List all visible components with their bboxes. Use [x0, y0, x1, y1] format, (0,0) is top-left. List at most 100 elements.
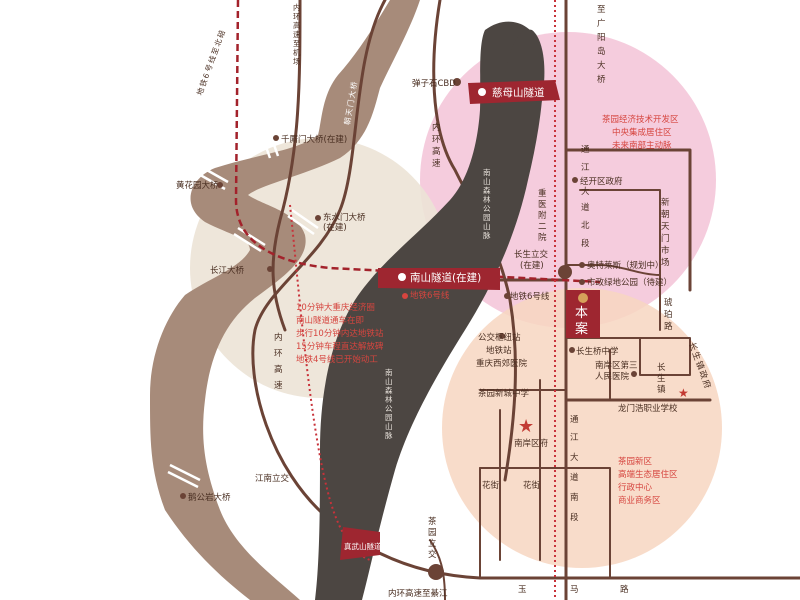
svg-text:林: 林: [483, 194, 491, 204]
svg-text:园: 园: [428, 528, 437, 538]
svg-text:长生桥中学: 长生桥中学: [576, 346, 619, 357]
svg-text:广: 广: [597, 18, 606, 29]
svg-text:速: 速: [432, 159, 441, 169]
svg-text:(在建): (在建): [520, 260, 544, 271]
svg-text:森: 森: [385, 385, 393, 395]
svg-text:大: 大: [346, 89, 357, 99]
svg-text:未来南部主动脉: 未来南部主动脉: [612, 140, 672, 151]
svg-text:中央集成居住区: 中央集成居住区: [612, 127, 672, 138]
svg-text:场: 场: [293, 57, 301, 66]
svg-text:道: 道: [581, 202, 590, 213]
svg-text:南: 南: [483, 167, 491, 177]
svg-text:速: 速: [274, 381, 283, 391]
svg-text:东水门大桥: 东水门大桥: [323, 212, 366, 223]
svg-text:高: 高: [293, 20, 301, 30]
svg-text:地铁6号线: 地铁6号线: [410, 290, 450, 301]
svg-text:鹅公岩大桥: 鹅公岩大桥: [188, 492, 231, 503]
svg-text:高端生态居住区: 高端生态居住区: [618, 469, 678, 480]
svg-text:佛: 佛: [339, 41, 350, 51]
svg-text:南: 南: [385, 367, 393, 377]
svg-text:二: 二: [538, 222, 547, 232]
svg-text:玉: 玉: [518, 585, 527, 595]
svg-text:岛: 岛: [597, 46, 606, 57]
zone-pink-text: 茶园经济技术开发区 中央集成居住区 未来南部主动脉: [602, 114, 679, 151]
svg-text:花街: 花街: [482, 480, 500, 491]
svg-text:段: 段: [581, 238, 590, 249]
svg-text:经开区政府: 经开区政府: [580, 176, 623, 187]
tunnel-nanshan: 南山隧道(在建): [378, 268, 500, 290]
svg-text:门: 门: [661, 233, 670, 244]
svg-text:黄花园大桥: 黄花园大桥: [176, 180, 219, 191]
svg-text:马: 马: [570, 585, 579, 595]
svg-text:桥: 桥: [348, 80, 359, 90]
svg-text:本: 本: [575, 306, 588, 321]
svg-text:江: 江: [581, 163, 590, 173]
svg-text:商业商务区: 商业商务区: [618, 495, 661, 506]
tunnel-cimu: 慈母山隧道: [468, 80, 560, 104]
svg-text:阳: 阳: [597, 33, 606, 43]
svg-text:公: 公: [483, 204, 491, 213]
svg-text:琥: 琥: [664, 297, 673, 308]
svg-text:南山隧道通车在即: 南山隧道通车在即: [296, 315, 364, 326]
tunnel-zhenwu-label: 真武山隧道: [344, 541, 382, 551]
svg-text:弹子石CBD: 弹子石CBD: [412, 78, 456, 89]
svg-text:森: 森: [483, 185, 491, 195]
svg-text:长生立交: 长生立交: [514, 249, 549, 260]
svg-text:奥特莱斯（规划中）: 奥特莱斯（规划中）: [587, 260, 664, 271]
svg-text:山: 山: [483, 176, 491, 186]
svg-text:龙门浩职业学校: 龙门浩职业学校: [618, 403, 678, 414]
svg-text:交: 交: [428, 549, 437, 560]
tunnel-cimu-label: 慈母山隧道: [492, 86, 545, 99]
zone-peach-text: 茶园新区 高端生态居住区 行政中心 商业商务区: [618, 456, 678, 506]
project-marker: 本 案: [566, 290, 600, 338]
svg-text:市: 市: [661, 245, 670, 256]
benefits-text: 10分钟大重庆经济圈 南山隧道通车在即 步行10分钟内达地铁站 15分钟车程直达…: [296, 302, 384, 365]
svg-text:脉: 脉: [385, 430, 393, 440]
svg-text:大: 大: [346, 26, 357, 36]
svg-text:内: 内: [274, 332, 283, 343]
svg-text:15分钟车程直达解放碑: 15分钟车程直达解放碑: [296, 341, 384, 352]
nanan-gov-star-icon: ★: [518, 416, 534, 437]
svg-text:内: 内: [293, 2, 301, 12]
svg-text:市政绿地公园（待建）: 市政绿地公园（待建）: [587, 277, 672, 288]
svg-text:朝: 朝: [343, 117, 353, 126]
zone-circle-peach: [442, 288, 722, 568]
svg-text:环: 环: [293, 12, 301, 21]
svg-text:江: 江: [570, 433, 579, 443]
svg-text:线: 线: [206, 54, 218, 65]
svg-text:公: 公: [385, 404, 393, 413]
svg-text:南岸区第三: 南岸区第三: [595, 360, 638, 371]
svg-text:桥: 桥: [349, 19, 360, 29]
svg-text:长江大桥: 长江大桥: [210, 265, 245, 276]
svg-text:医: 医: [538, 200, 547, 210]
svg-text:山: 山: [385, 376, 393, 386]
svg-text:(在建): (在建): [323, 222, 347, 233]
svg-text:铁: 铁: [197, 77, 209, 88]
svg-text:至: 至: [293, 39, 301, 48]
svg-text:江南立交: 江南立交: [255, 473, 290, 484]
svg-text:号: 号: [204, 63, 215, 73]
svg-text:通: 通: [581, 144, 590, 155]
svg-text:生: 生: [657, 373, 666, 384]
svg-text:朝: 朝: [661, 210, 670, 220]
svg-text:大: 大: [570, 452, 579, 463]
nodes: [180, 78, 637, 580]
svg-text:附: 附: [538, 210, 547, 221]
svg-text:人民医院: 人民医院: [595, 371, 630, 382]
svg-text:园: 园: [385, 413, 393, 422]
svg-text:通: 通: [570, 414, 579, 425]
svg-text:茶园新城中学: 茶园新城中学: [478, 388, 530, 399]
svg-text:大: 大: [597, 60, 606, 71]
svg-text:桥: 桥: [597, 74, 606, 85]
nanshan-mountain: [315, 21, 544, 600]
changsheng-gov-star-icon: ★: [678, 386, 689, 400]
svg-text:道: 道: [570, 472, 579, 483]
svg-text:茶园经济技术开发区: 茶园经济技术开发区: [602, 114, 679, 125]
svg-text:行政中心: 行政中心: [618, 482, 653, 493]
svg-text:山: 山: [483, 221, 491, 231]
svg-text:内环高速至綦江: 内环高速至綦江: [388, 588, 448, 599]
svg-text:山: 山: [385, 421, 393, 431]
svg-text:环: 环: [274, 349, 283, 359]
svg-text:地铁站: 地铁站: [486, 345, 512, 356]
place-labels: 弹子石CBD 千厮门大桥(在建) 东水门大桥 (在建) 黄花园大桥 长江大桥 江…: [176, 78, 678, 599]
